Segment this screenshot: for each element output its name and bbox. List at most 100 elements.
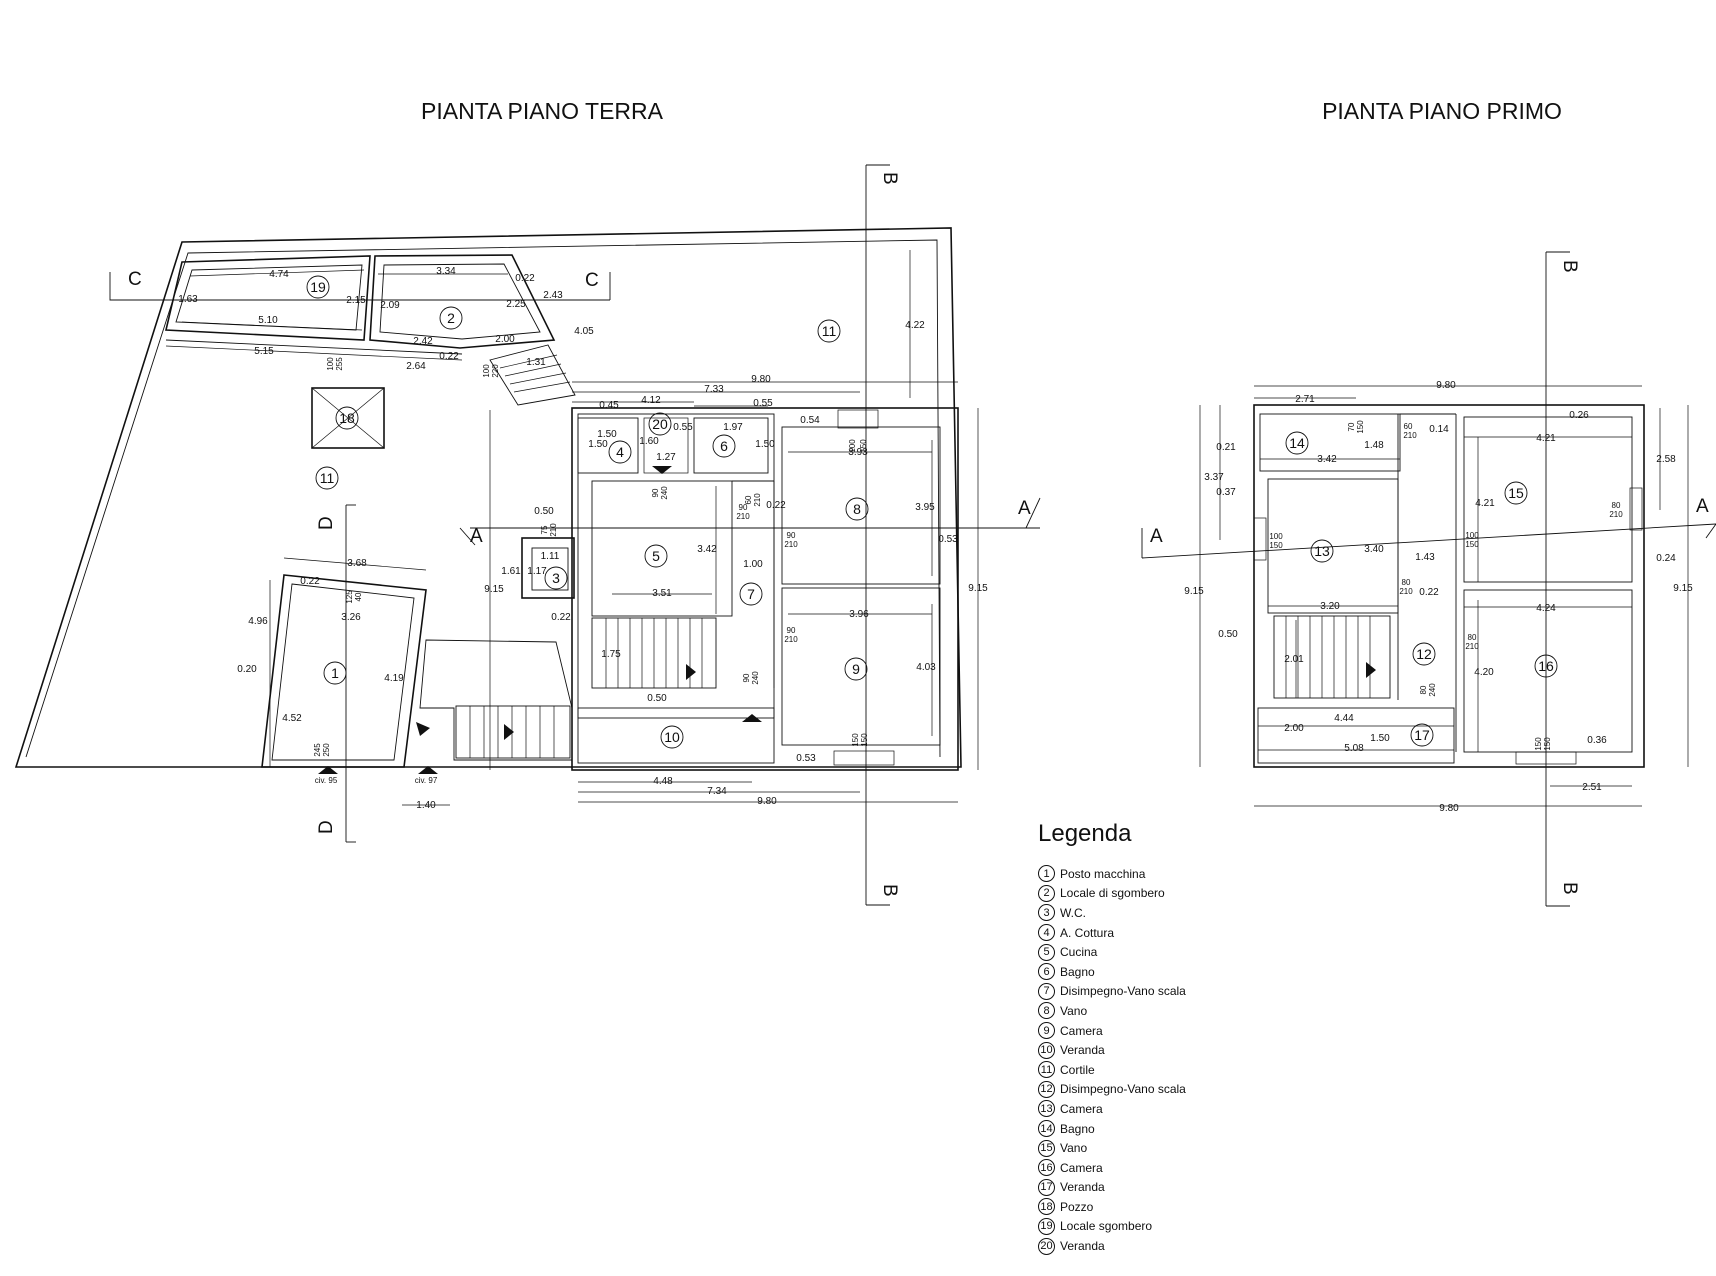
legend-item: 10 Veranda bbox=[1038, 1040, 1338, 1060]
svg-text:0.22: 0.22 bbox=[515, 273, 535, 284]
svg-text:4.12: 4.12 bbox=[641, 395, 661, 406]
ground-opening-labels: 100 255 100 220 100 150 90 240 60 210 90… bbox=[313, 357, 869, 785]
legend-item-label: Bagno bbox=[1060, 1121, 1095, 1136]
svg-text:240: 240 bbox=[751, 671, 760, 685]
svg-text:1.50: 1.50 bbox=[1370, 733, 1390, 744]
svg-text:3.26: 3.26 bbox=[341, 612, 361, 623]
legend-item-number: 10 bbox=[1038, 1041, 1055, 1059]
legend-item-label: Veranda bbox=[1060, 1239, 1105, 1254]
legend-item-label: Veranda bbox=[1060, 1043, 1105, 1058]
svg-text:9.80: 9.80 bbox=[757, 796, 777, 807]
svg-text:90: 90 bbox=[739, 503, 748, 512]
room-number-17: 17 bbox=[1414, 727, 1430, 743]
svg-text:2.71: 2.71 bbox=[1295, 394, 1315, 405]
svg-text:3.96: 3.96 bbox=[849, 609, 869, 620]
room-number-12: 12 bbox=[1416, 646, 1432, 662]
room-number-7: 7 bbox=[747, 586, 755, 602]
svg-text:210: 210 bbox=[753, 493, 762, 507]
svg-text:2.01: 2.01 bbox=[1284, 654, 1304, 665]
ground-section-lines bbox=[109, 164, 1041, 906]
svg-text:90: 90 bbox=[787, 626, 796, 635]
svg-text:9.80: 9.80 bbox=[1439, 803, 1459, 814]
svg-text:2.42: 2.42 bbox=[413, 336, 433, 347]
legend-item-number: 3 bbox=[1038, 904, 1055, 922]
svg-text:0.22: 0.22 bbox=[1419, 587, 1439, 598]
section-mark-a-left: A bbox=[470, 526, 483, 547]
first-floor-stair bbox=[1273, 615, 1391, 699]
room-number-10: 10 bbox=[664, 729, 680, 745]
svg-text:150: 150 bbox=[1543, 737, 1552, 751]
svg-text:1.27: 1.27 bbox=[656, 452, 676, 463]
svg-text:0.14: 0.14 bbox=[1429, 424, 1449, 435]
svg-text:210: 210 bbox=[1399, 587, 1413, 596]
legend-item-number: 1 bbox=[1038, 865, 1055, 883]
svg-text:210: 210 bbox=[1609, 510, 1623, 519]
svg-text:0.50: 0.50 bbox=[647, 693, 667, 704]
svg-text:210: 210 bbox=[784, 540, 798, 549]
svg-text:9.15: 9.15 bbox=[484, 584, 504, 595]
svg-text:1.61: 1.61 bbox=[501, 566, 521, 577]
first-dimension-lines bbox=[1199, 385, 1689, 807]
svg-text:80: 80 bbox=[1468, 633, 1477, 642]
svg-text:2.00: 2.00 bbox=[495, 334, 515, 345]
svg-text:245: 245 bbox=[313, 743, 322, 757]
section-mark-c-right: C bbox=[585, 270, 599, 291]
svg-text:3.42: 3.42 bbox=[697, 544, 717, 555]
svg-text:150: 150 bbox=[860, 733, 869, 747]
svg-text:150: 150 bbox=[1356, 420, 1365, 434]
legend-item-label: Vano bbox=[1060, 1141, 1088, 1156]
room-14-walls bbox=[1259, 413, 1401, 472]
legend-item-number: 2 bbox=[1038, 884, 1055, 902]
room-number-20: 20 bbox=[652, 416, 668, 432]
svg-text:9.80: 9.80 bbox=[751, 374, 771, 385]
svg-text:4.22: 4.22 bbox=[905, 320, 925, 331]
section-mark-c-left: C bbox=[128, 269, 142, 290]
svg-text:80: 80 bbox=[1419, 685, 1428, 694]
room-number-18: 18 bbox=[339, 410, 355, 426]
svg-text:240: 240 bbox=[660, 486, 669, 500]
svg-text:0.21: 0.21 bbox=[1216, 442, 1236, 453]
first-room-numbers: 14 15 13 12 16 17 bbox=[1285, 431, 1558, 747]
legend-item-number: 9 bbox=[1038, 1022, 1055, 1040]
room-number-8: 8 bbox=[853, 501, 861, 517]
svg-text:255: 255 bbox=[335, 357, 344, 371]
legend-item-number: 17 bbox=[1038, 1178, 1055, 1196]
svg-text:7.33: 7.33 bbox=[704, 384, 724, 395]
legend-item-label: Cortile bbox=[1060, 1062, 1095, 1077]
svg-text:3.42: 3.42 bbox=[1317, 454, 1337, 465]
section-mark-b-bottom: B bbox=[879, 884, 900, 897]
svg-text:70: 70 bbox=[1347, 422, 1356, 431]
section-mark-b-top-first: B bbox=[1559, 260, 1580, 273]
svg-text:2.64: 2.64 bbox=[406, 361, 426, 372]
room-17-walls bbox=[1257, 707, 1455, 764]
room-2-walls bbox=[369, 254, 556, 349]
svg-text:9.15: 9.15 bbox=[968, 583, 988, 594]
svg-text:5.08: 5.08 bbox=[1344, 743, 1364, 754]
legend-item-label: Locale di sgombero bbox=[1060, 886, 1165, 901]
svg-text:210: 210 bbox=[784, 635, 798, 644]
legend-item-number: 12 bbox=[1038, 1080, 1055, 1098]
svg-text:4.48: 4.48 bbox=[653, 776, 673, 787]
svg-text:0.50: 0.50 bbox=[1218, 629, 1238, 640]
legend-item-label: Bagno bbox=[1060, 964, 1095, 979]
legend-item-label: Veranda bbox=[1060, 1180, 1105, 1195]
room-5-walls bbox=[591, 480, 733, 617]
svg-text:60: 60 bbox=[744, 495, 753, 504]
first-floor-title: PIANTA PIANO PRIMO bbox=[1322, 98, 1562, 124]
svg-text:4.44: 4.44 bbox=[1334, 713, 1354, 724]
ground-dimension-texts: 4.74 3.34 0.22 1.63 2.15 2.09 2.25 2.43 … bbox=[178, 266, 988, 811]
section-mark-a-left-first: A bbox=[1150, 526, 1163, 547]
legend-item: 2 Locale di sgombero bbox=[1038, 884, 1338, 904]
svg-text:60: 60 bbox=[1404, 422, 1413, 431]
svg-text:0.50: 0.50 bbox=[534, 506, 554, 517]
svg-text:1.50: 1.50 bbox=[755, 439, 775, 450]
svg-text:4.52: 4.52 bbox=[282, 713, 302, 724]
svg-text:0.53: 0.53 bbox=[938, 534, 958, 545]
